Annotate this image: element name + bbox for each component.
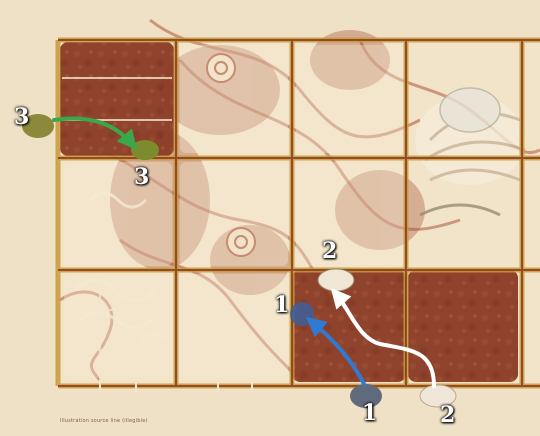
label-blue-start: 1 [274, 292, 289, 318]
game-board [58, 20, 540, 392]
dark-tile [60, 42, 174, 156]
label-white-start: 2 [322, 238, 337, 264]
dark-tile [408, 270, 518, 382]
caption: Illustration source line (illegible) [60, 418, 148, 424]
label-blue-end: 1 [362, 400, 377, 426]
white-stone-start[interactable] [318, 269, 354, 291]
green-stone-end[interactable] [131, 140, 159, 160]
label-green-end: 3 [134, 164, 149, 190]
label-green-start: 3 [14, 104, 29, 130]
label-white-end: 2 [440, 402, 455, 428]
